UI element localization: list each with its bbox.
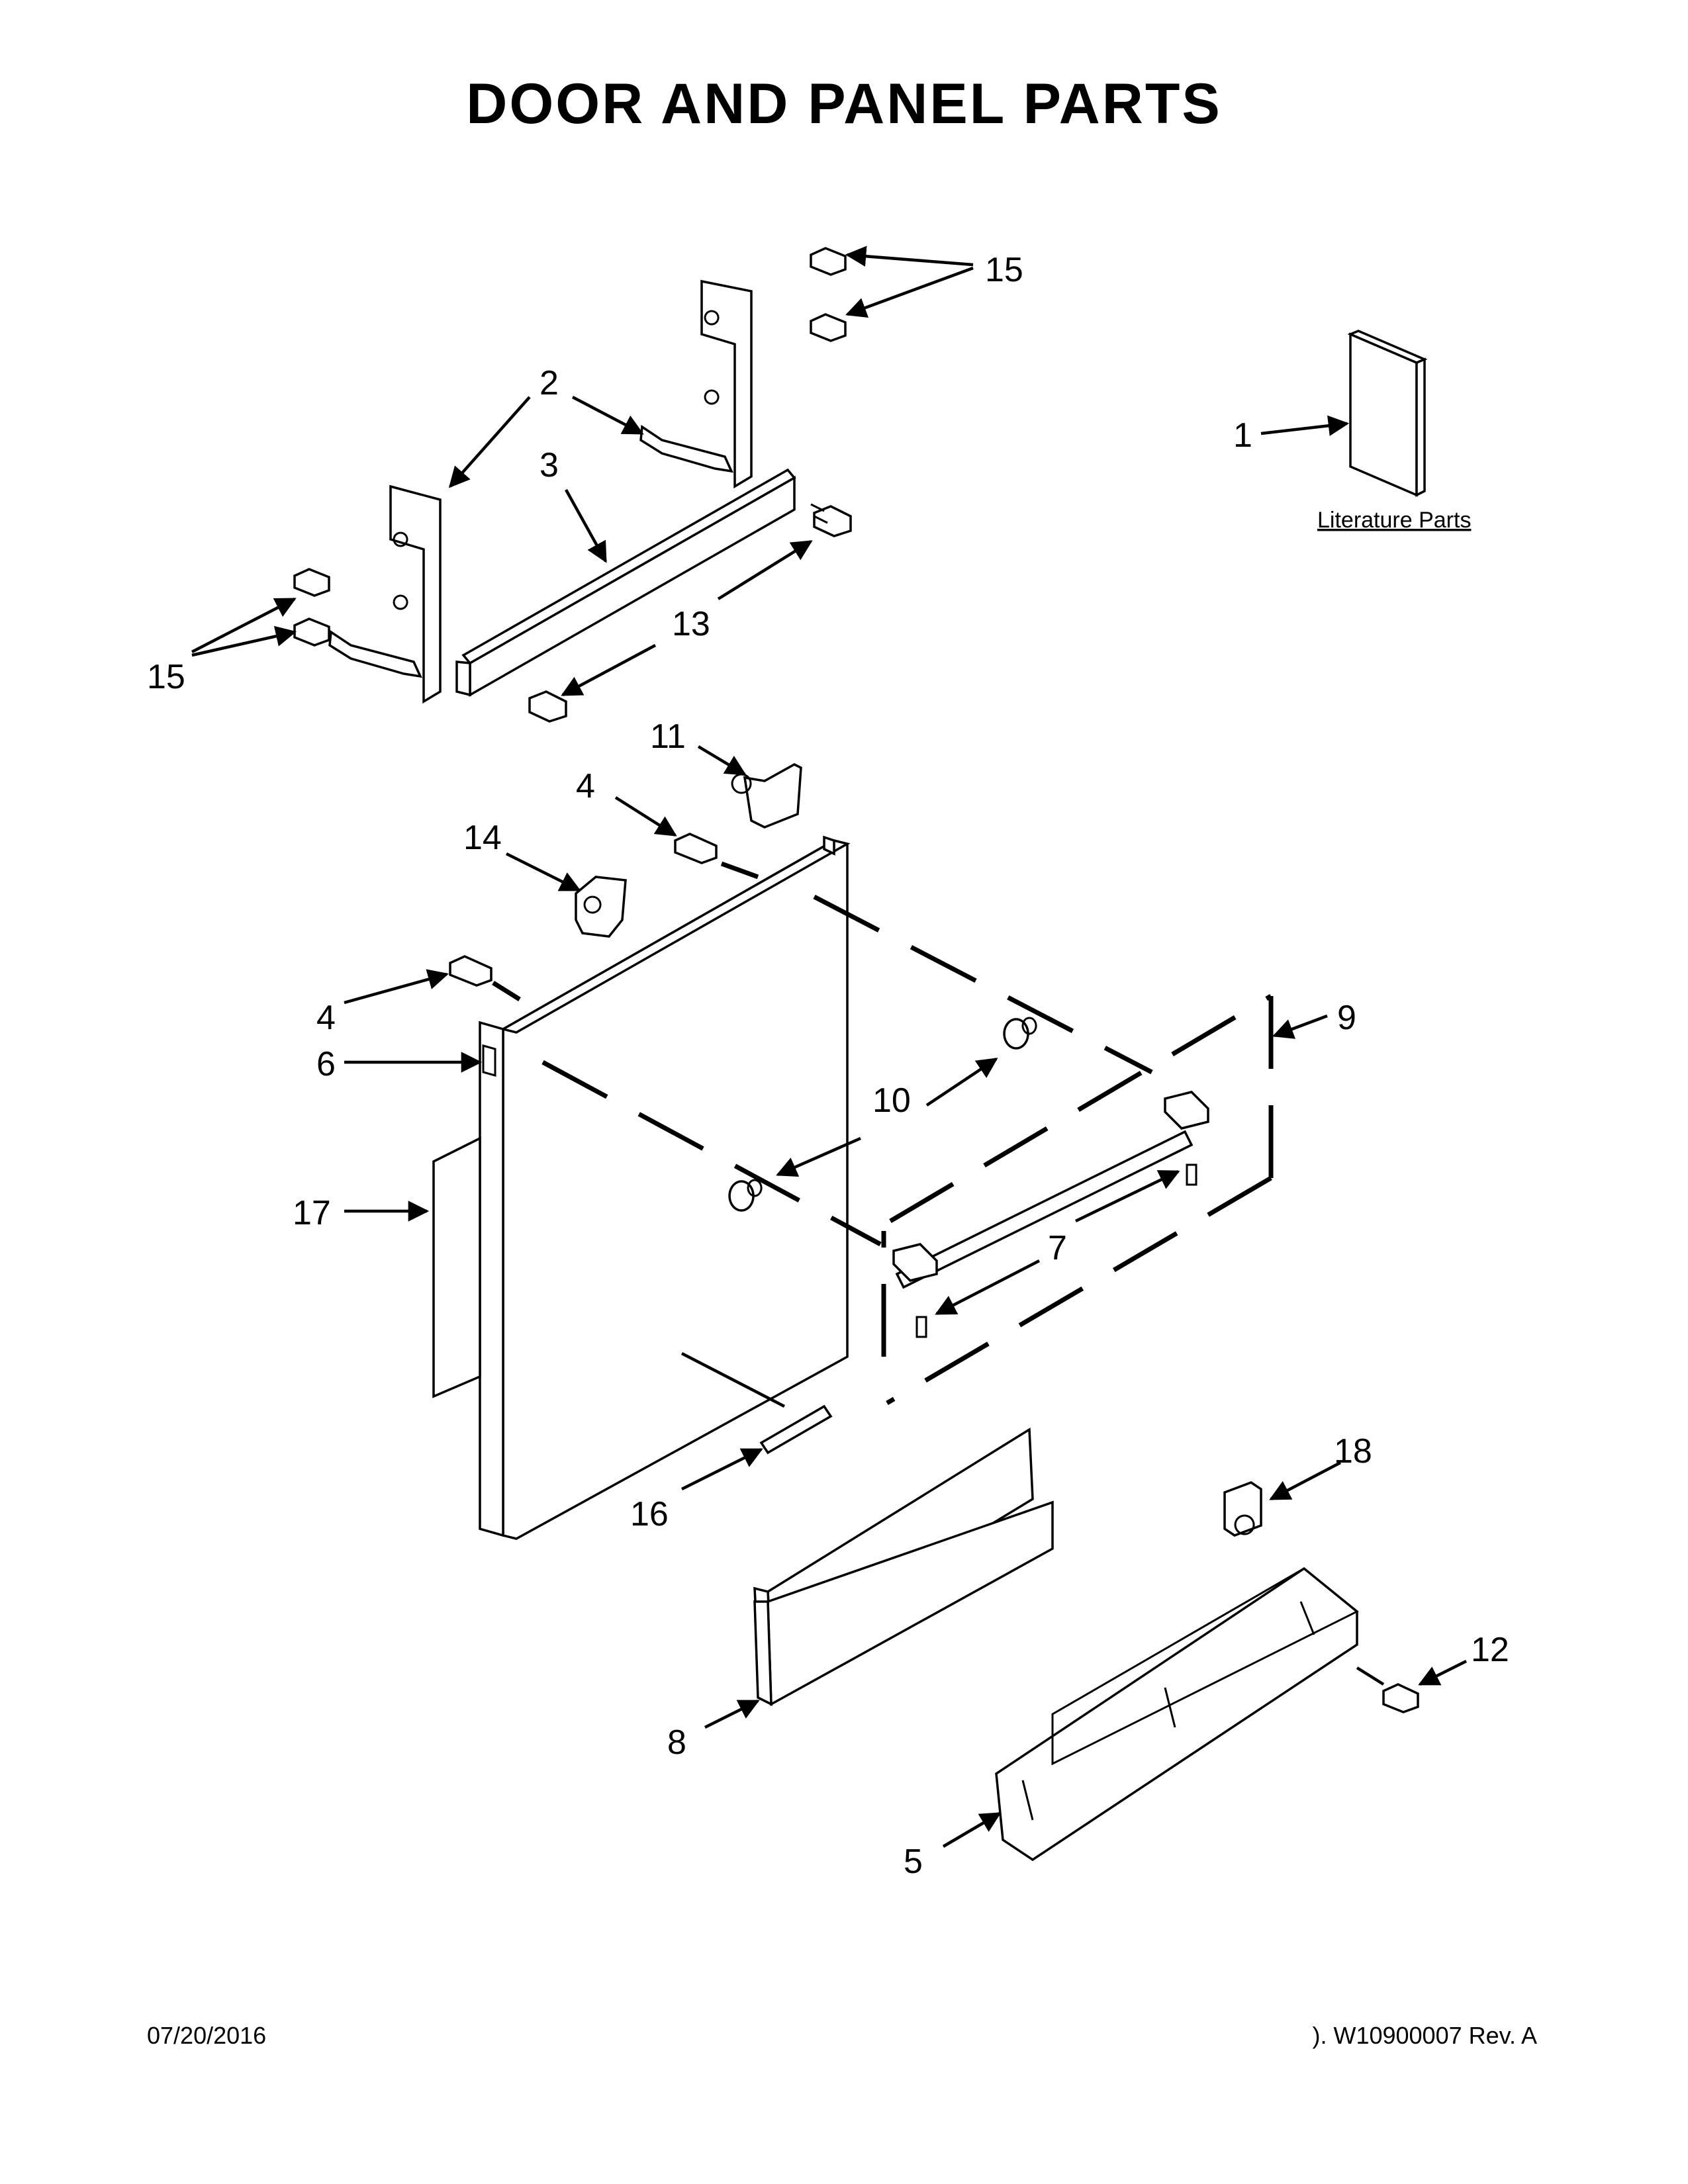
leader-4a [614,796,677,837]
leader-1 [1260,415,1350,436]
callout-8: 8 [667,1723,686,1762]
leader-10b [776,1136,861,1177]
nameplate-badge [759,1404,833,1455]
kick-plate [753,1427,1054,1706]
callout-2: 2 [539,364,559,402]
hinge-screws [293,247,847,647]
callout-4-top: 4 [576,767,595,805]
callout-13: 13 [672,605,710,643]
callout-16: 16 [630,1495,669,1533]
callout-14: 14 [463,819,502,857]
door-screw-top [674,833,718,864]
screw-guide-left [492,981,521,1001]
leader-2a [571,396,644,435]
leader-15b [845,266,974,318]
hinge-bracket-left [328,484,442,704]
callout-18: 18 [1334,1432,1372,1471]
leader-5 [942,1812,1002,1848]
leader-15a [845,246,974,267]
literature-parts-label: Literature Parts [1317,508,1471,533]
vent-grille [482,1044,496,1077]
door-panel [479,835,851,1540]
callout-3: 3 [539,446,559,484]
toe-panel-bracket [995,1567,1359,1862]
door-screw-left [449,955,492,987]
leader-13a [717,540,813,600]
callout-12: 12 [1471,1631,1509,1669]
footer-date: 07/20/2016 [147,2022,267,2049]
screw-guide-top [720,861,759,880]
door-clip [731,763,802,829]
rail-screw-left [528,690,567,723]
rail-screw-right [810,503,852,537]
handle-spacer-top [1003,1017,1037,1050]
handle-guide-top [813,894,1153,1075]
callout-1: 1 [1233,416,1252,455]
leader-13b [561,644,657,696]
leader-15c [191,598,297,653]
handle-guide-bottom [541,1060,882,1247]
door-gasket [432,1136,481,1398]
callout-17: 17 [293,1194,331,1232]
literature-booklet [1347,330,1428,497]
page-title: DOOR AND PANEL PARTS [466,72,1222,136]
callout-7: 7 [1048,1229,1067,1267]
leader-14 [505,852,581,892]
door-latch [575,876,627,938]
door-handle [892,1091,1209,1338]
callout-9: 9 [1337,999,1356,1037]
leader-7a [1075,1169,1180,1223]
leader-9 [1272,1014,1328,1039]
leader-7b [935,1259,1041,1315]
leader-15d [191,625,297,657]
callout-5: 5 [904,1843,923,1881]
callout-4-left: 4 [316,999,336,1037]
hinge-bracket-right [639,279,753,489]
leader-10a [925,1058,998,1107]
callout-15-top: 15 [985,251,1023,289]
mounting-rail [455,468,796,698]
leader-2b [448,396,531,488]
leader-18 [1269,1461,1342,1500]
leader-4b [344,969,449,1005]
leader-11 [697,745,747,776]
leader-8 [704,1699,760,1729]
callout-11: 11 [650,717,686,756]
footer-document-number: ). W10900007 Rev. A [1312,2022,1537,2049]
nameplate-guide [680,1352,786,1408]
handle-kit-outline [881,993,1274,1406]
screw-guide-bracket [1356,1666,1385,1686]
leader-12 [1418,1659,1468,1686]
callout-6: 6 [316,1045,336,1083]
bracket-screw [1382,1683,1419,1713]
callout-10: 10 [872,1081,911,1120]
leader-3 [565,488,607,563]
callout-15-left: 15 [147,658,185,696]
handle-spacer-bottom [728,1179,763,1212]
leader-16 [680,1447,763,1491]
clip-nut [1223,1481,1262,1537]
